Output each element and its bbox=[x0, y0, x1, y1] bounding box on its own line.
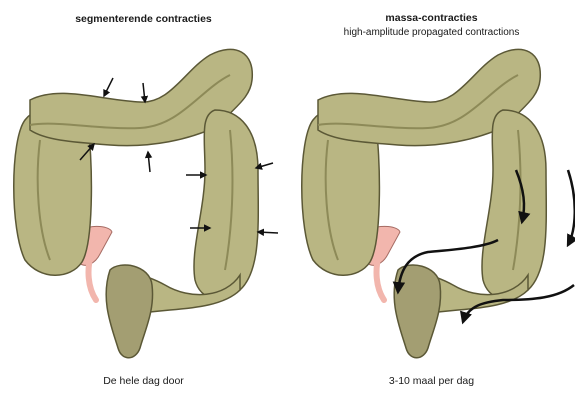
segmental-contractions-panel: segmenterende contracties bbox=[0, 0, 287, 394]
colon-illustration-segmental bbox=[0, 30, 287, 370]
contraction-arrow bbox=[143, 83, 145, 102]
panel-caption-mass: 3-10 maal per dag bbox=[288, 375, 575, 388]
contraction-arrow bbox=[258, 232, 278, 233]
contraction-arrow bbox=[104, 78, 113, 96]
colon-shape bbox=[14, 49, 259, 357]
panel-title-segmental: segmenterende contracties bbox=[0, 13, 287, 26]
panel-title-mass: massa-contracties bbox=[288, 12, 575, 25]
panel-caption-segmental: De hele dag door bbox=[0, 375, 287, 388]
colon-shape bbox=[302, 49, 547, 357]
rectum bbox=[106, 265, 152, 358]
colon-illustration-mass bbox=[288, 30, 575, 370]
descending-colon bbox=[482, 110, 546, 299]
mass-contractions-panel: massa-contracties high-amplitude propaga… bbox=[288, 0, 575, 394]
propulsion-arrow bbox=[568, 170, 575, 245]
contraction-arrow bbox=[148, 152, 150, 172]
descending-colon bbox=[194, 110, 258, 299]
